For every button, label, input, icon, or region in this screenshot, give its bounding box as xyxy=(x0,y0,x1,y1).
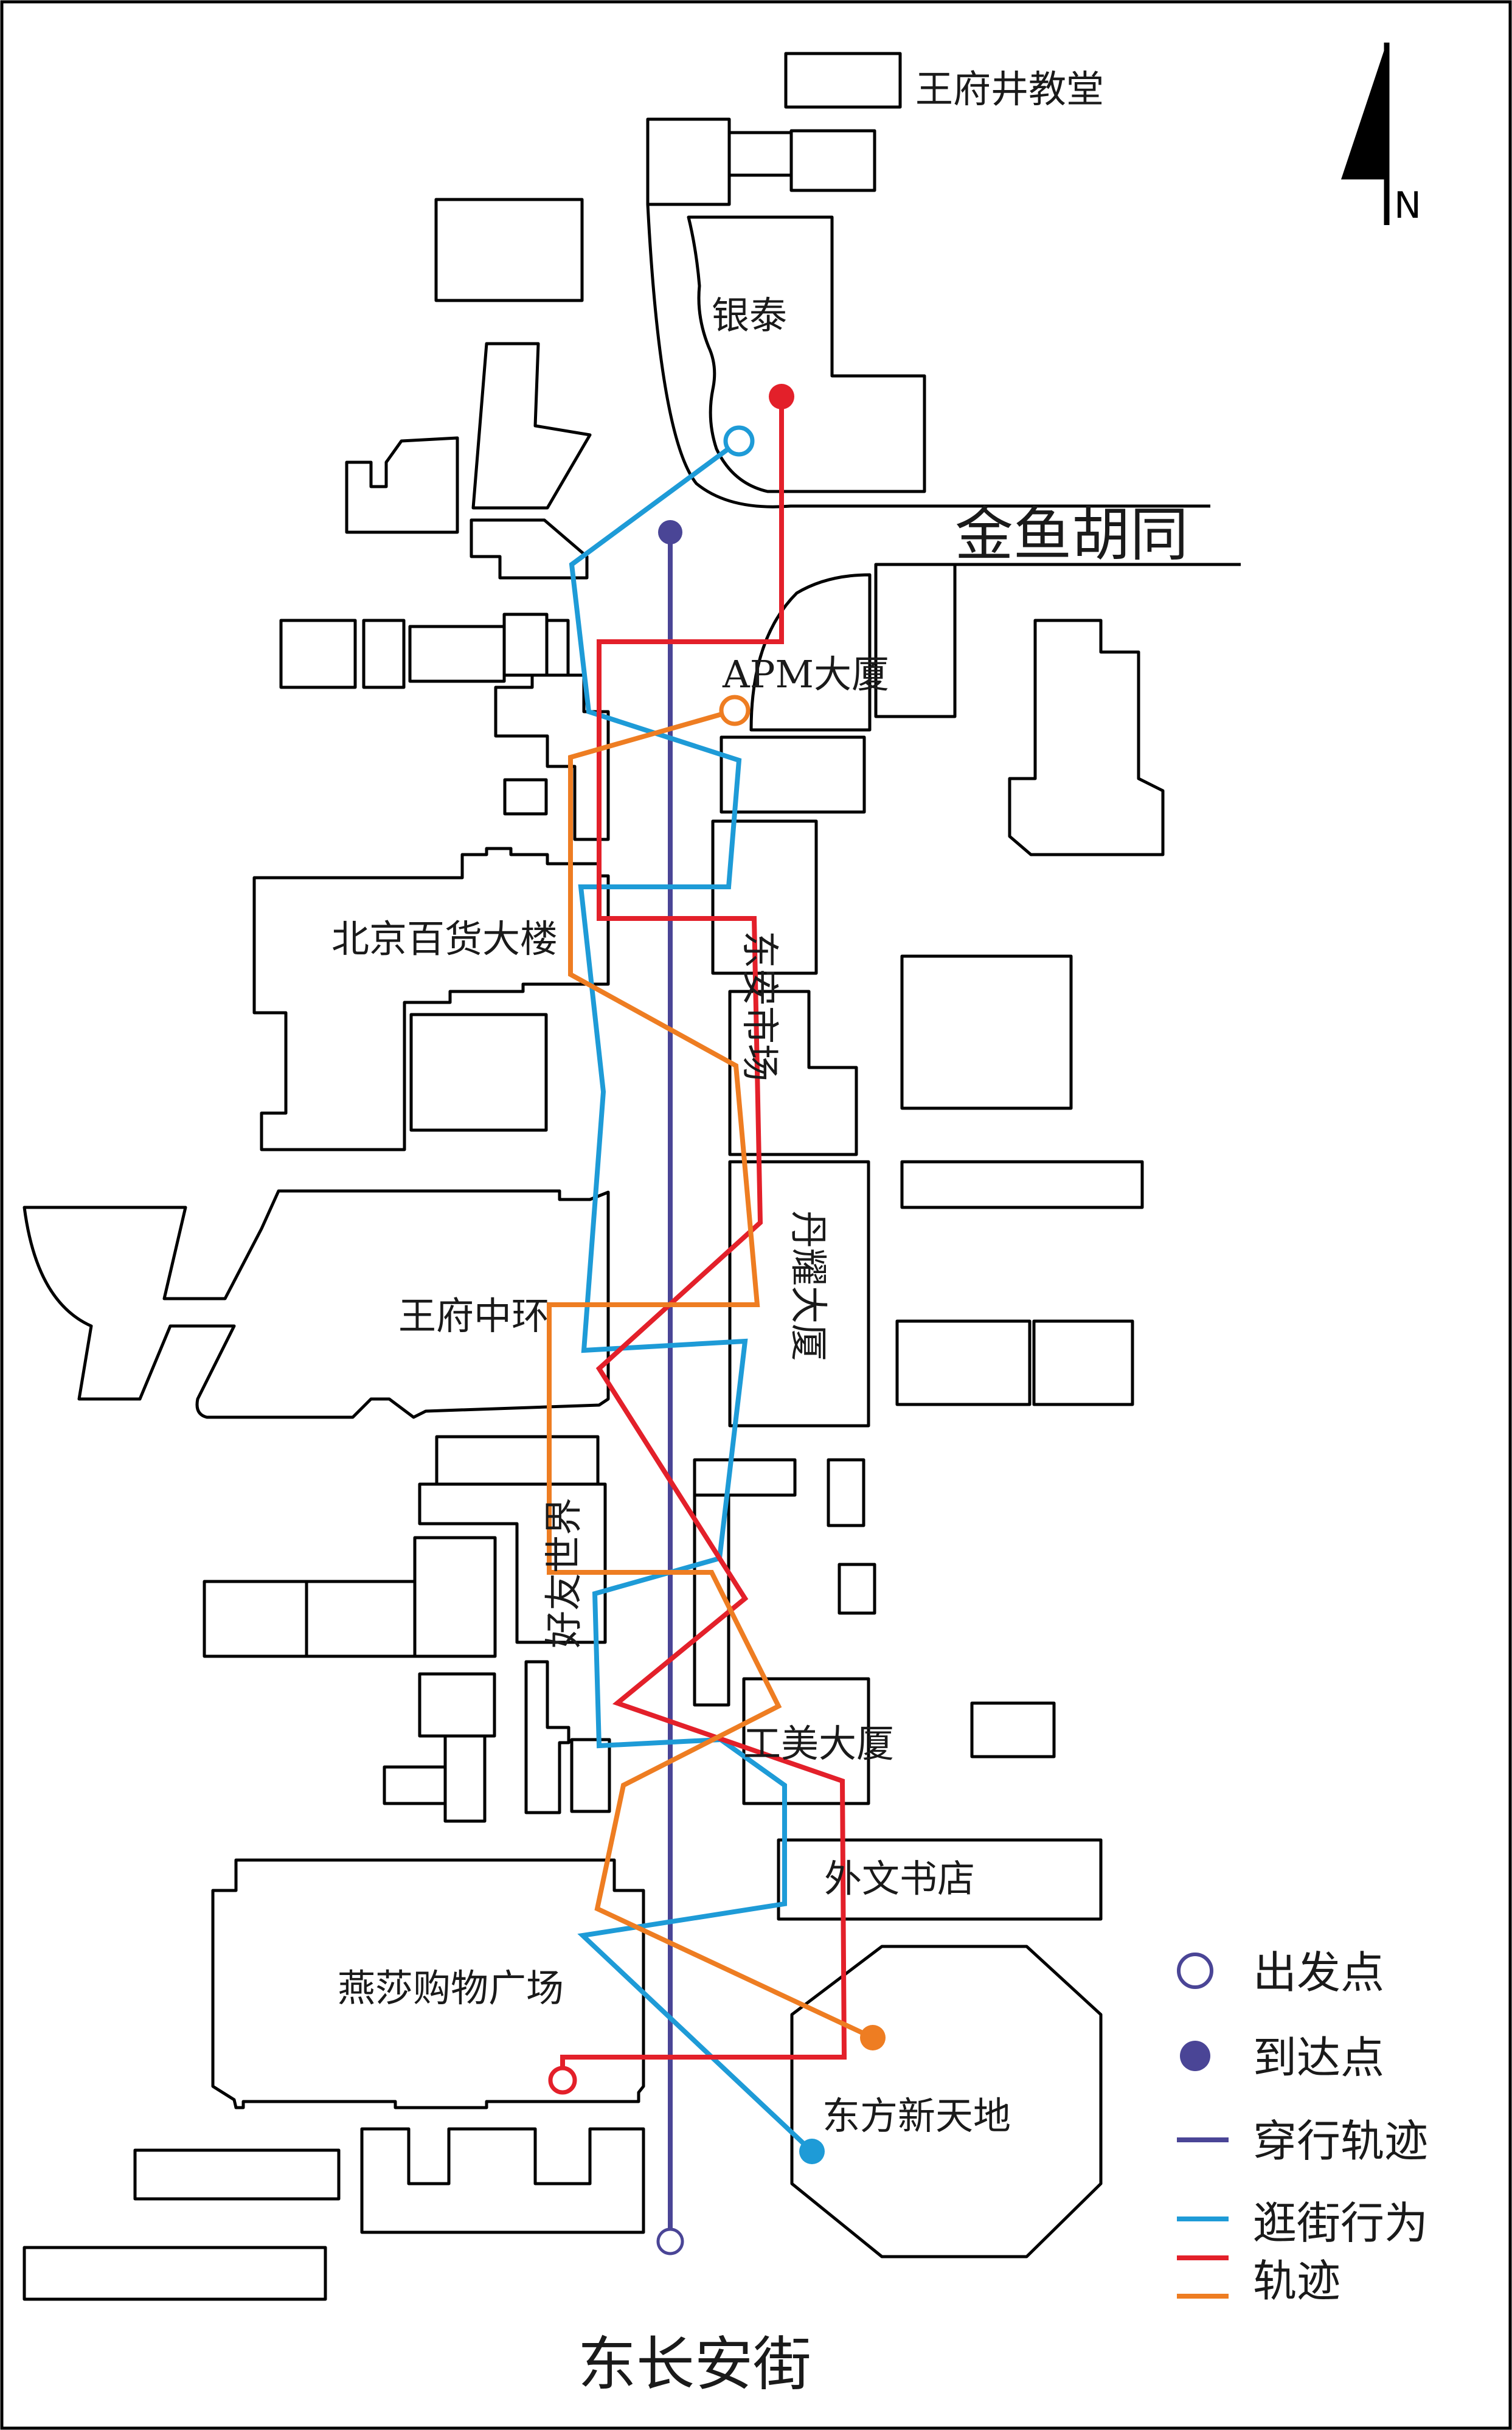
building-east-6 xyxy=(970,1701,1056,1758)
building-yansha xyxy=(211,1858,645,2109)
track-points xyxy=(548,384,886,2255)
building-nw xyxy=(434,198,584,302)
building-w2 xyxy=(345,436,459,534)
label-danyao: 丹耀大厦 xyxy=(786,1210,831,1361)
track-orange xyxy=(547,708,874,2040)
building-r6 xyxy=(494,673,610,841)
building-danyao xyxy=(728,1160,870,1428)
building-dongan-a xyxy=(711,819,818,975)
label-gongmei: 工美大厦 xyxy=(743,1721,894,1766)
legend-transit-label: 穿行轨迹 xyxy=(1253,2116,1428,2167)
label-yansha: 燕莎购物广场 xyxy=(338,1966,564,2010)
label-church: 王府井教堂 xyxy=(915,67,1104,111)
label-dongan: 东安市场 xyxy=(738,931,782,1081)
building-lw-5 xyxy=(570,1738,611,1813)
legend-shopping-label-2: 轨迹 xyxy=(1253,2255,1340,2307)
building-west-row-a xyxy=(203,1580,308,1658)
end-dot-icon xyxy=(860,2025,886,2050)
label-apm: APM大厦 xyxy=(722,652,889,696)
building-waiwen xyxy=(777,1838,1103,1921)
building-top-c xyxy=(789,129,876,192)
buildings xyxy=(23,52,1241,2301)
label-beijing-dept: 北京百货大楼 xyxy=(331,917,558,961)
tracks xyxy=(547,397,874,2241)
building-top-b xyxy=(727,131,793,177)
building-beijing-dept xyxy=(252,847,610,1151)
building-r7 xyxy=(503,778,548,816)
label-wangfu-central: 王府中环 xyxy=(398,1294,549,1338)
building-church xyxy=(784,52,902,109)
building-r1 xyxy=(279,619,357,689)
label-yintai: 银泰 xyxy=(712,293,787,338)
label-changan-street: 东长安街 xyxy=(578,2330,811,2398)
legend: 出发点 到达点 穿行轨迹 逛街行为 轨迹 xyxy=(1177,1947,1428,2307)
north-label: N xyxy=(1394,184,1421,227)
building-mid-3 xyxy=(827,1458,865,1527)
building-w3 xyxy=(470,518,589,580)
legend-shopping-label-1: 逛街行为 xyxy=(1253,2198,1428,2249)
legend-start-label: 出发点 xyxy=(1253,1947,1384,1998)
label-haoyou: 好友世界 xyxy=(541,1498,586,1648)
building-beijing-inner xyxy=(409,1013,548,1132)
end-dot-icon xyxy=(658,520,682,544)
building-r3 xyxy=(408,625,506,683)
building-r5 xyxy=(545,619,570,678)
road-curve xyxy=(646,204,1210,509)
building-east-2 xyxy=(900,954,1073,1110)
building-apm-east xyxy=(874,563,957,718)
building-lw-3 xyxy=(383,1765,447,1805)
end-dot-icon xyxy=(769,384,794,409)
building-mid-4 xyxy=(837,1563,876,1615)
start-circle-icon xyxy=(719,695,751,726)
building-east-5 xyxy=(1032,1319,1134,1406)
building-dongan-b xyxy=(728,990,858,1156)
building-east-1 xyxy=(1008,619,1165,856)
start-circle-icon xyxy=(656,2227,684,2255)
building-lw-1 xyxy=(418,1672,496,1738)
building-east-3 xyxy=(900,1160,1144,1209)
building-apm-south xyxy=(720,735,866,814)
label-oriental: 东方新天地 xyxy=(822,2094,1011,2138)
track-cyan xyxy=(569,439,814,2153)
building-gongmei xyxy=(742,1677,870,1805)
label-jinyu-hutong: 金鱼胡同 xyxy=(955,501,1188,569)
legend-end-label: 到达点 xyxy=(1253,2032,1384,2083)
end-dot-icon xyxy=(799,2139,825,2164)
building-lw-2 xyxy=(443,1734,487,1823)
building-mid-1 xyxy=(693,1458,797,1497)
north-arrow-icon: N xyxy=(1341,43,1421,227)
label-waiwen: 外文书店 xyxy=(824,1856,975,1901)
building-haoyou-top xyxy=(435,1435,600,1486)
start-circle-icon xyxy=(548,2066,577,2095)
building-top-a xyxy=(646,117,731,206)
building-haoyou-w1 xyxy=(413,1536,497,1658)
building-west-row-b xyxy=(305,1580,417,1658)
legend-end-dot-icon xyxy=(1180,2041,1210,2071)
building-lw-4 xyxy=(524,1660,570,1814)
building-r2 xyxy=(362,619,406,689)
track-red xyxy=(560,397,847,2080)
labels: 王府井教堂 银泰 金鱼胡同 APM大厦 北京百货大楼 东安市场 王府中环 丹耀大… xyxy=(331,67,1188,2398)
building-r4 xyxy=(502,613,549,677)
start-circle-icon xyxy=(723,425,755,457)
building-east-4 xyxy=(895,1319,1032,1406)
building-bottom-3 xyxy=(23,2246,327,2301)
building-w1 xyxy=(471,342,592,510)
legend-start-circle-icon xyxy=(1177,1953,1213,1989)
building-bottom-2 xyxy=(360,2127,645,2234)
building-yintai xyxy=(687,215,926,493)
building-haoyou xyxy=(418,1482,607,1644)
building-bottom-1 xyxy=(133,2148,341,2201)
building-oriental xyxy=(790,1945,1103,2258)
